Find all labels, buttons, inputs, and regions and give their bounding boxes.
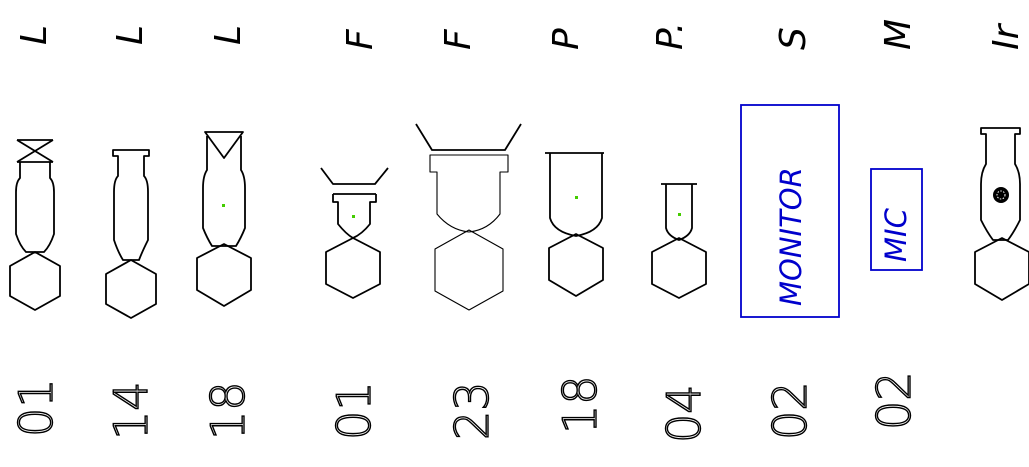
number-c6: 18 bbox=[553, 375, 607, 434]
column-c6: P 18 bbox=[545, 28, 608, 435]
column-c4: F 01 bbox=[320, 28, 389, 441]
column-c8: S MONITOR 02 bbox=[740, 27, 840, 441]
ellipsoidal-gobo-symbol bbox=[974, 127, 1029, 301]
fresnel-small-symbol bbox=[320, 167, 389, 299]
column-c1: L 01 bbox=[8, 25, 63, 438]
header-c8: S bbox=[773, 27, 814, 50]
header-c2: L bbox=[110, 25, 151, 45]
number-c3: 18 bbox=[201, 381, 255, 440]
focus-dot bbox=[575, 196, 578, 199]
number-c4: 01 bbox=[327, 381, 381, 440]
number-c2: 14 bbox=[104, 381, 158, 440]
focus-dot bbox=[222, 204, 225, 207]
header-c6: P bbox=[546, 28, 587, 50]
header-c5: F bbox=[438, 28, 479, 50]
par-large-symbol bbox=[545, 152, 604, 297]
number-c8: 02 bbox=[763, 381, 817, 440]
number-c5: 23 bbox=[445, 381, 499, 440]
header-c1: L bbox=[14, 25, 55, 45]
mic-box bbox=[870, 168, 923, 271]
number-c1: 01 bbox=[9, 378, 63, 437]
column-c3: L 18 bbox=[196, 25, 256, 441]
column-c10: Ir bbox=[974, 22, 1029, 301]
mic-label: MIC bbox=[879, 207, 913, 262]
header-c10: Ir bbox=[986, 22, 1027, 50]
column-c9: M MIC 02 bbox=[866, 19, 923, 431]
column-c2: L 14 bbox=[103, 25, 158, 441]
number-c7: 04 bbox=[657, 384, 711, 443]
ellipsoidal-x-top-symbol bbox=[9, 139, 61, 311]
ellipsoidal-v-top-symbol bbox=[196, 131, 252, 307]
header-c7: P. bbox=[650, 22, 691, 50]
column-c5: F 23 bbox=[415, 28, 522, 441]
number-c9: 02 bbox=[867, 371, 921, 430]
monitor-box bbox=[740, 104, 840, 318]
monitor-label: MONITOR bbox=[774, 167, 808, 306]
header-c9: M bbox=[878, 19, 919, 50]
ellipsoidal-plain-symbol bbox=[105, 149, 157, 319]
header-c3: L bbox=[208, 25, 249, 45]
focus-dot bbox=[352, 215, 355, 218]
column-c7: P. 04 bbox=[650, 22, 712, 444]
par-small-symbol bbox=[651, 183, 707, 299]
header-c4: F bbox=[340, 28, 381, 50]
focus-dot bbox=[678, 213, 681, 216]
gobo-icon bbox=[993, 187, 1009, 203]
fresnel-large-symbol bbox=[415, 123, 522, 311]
